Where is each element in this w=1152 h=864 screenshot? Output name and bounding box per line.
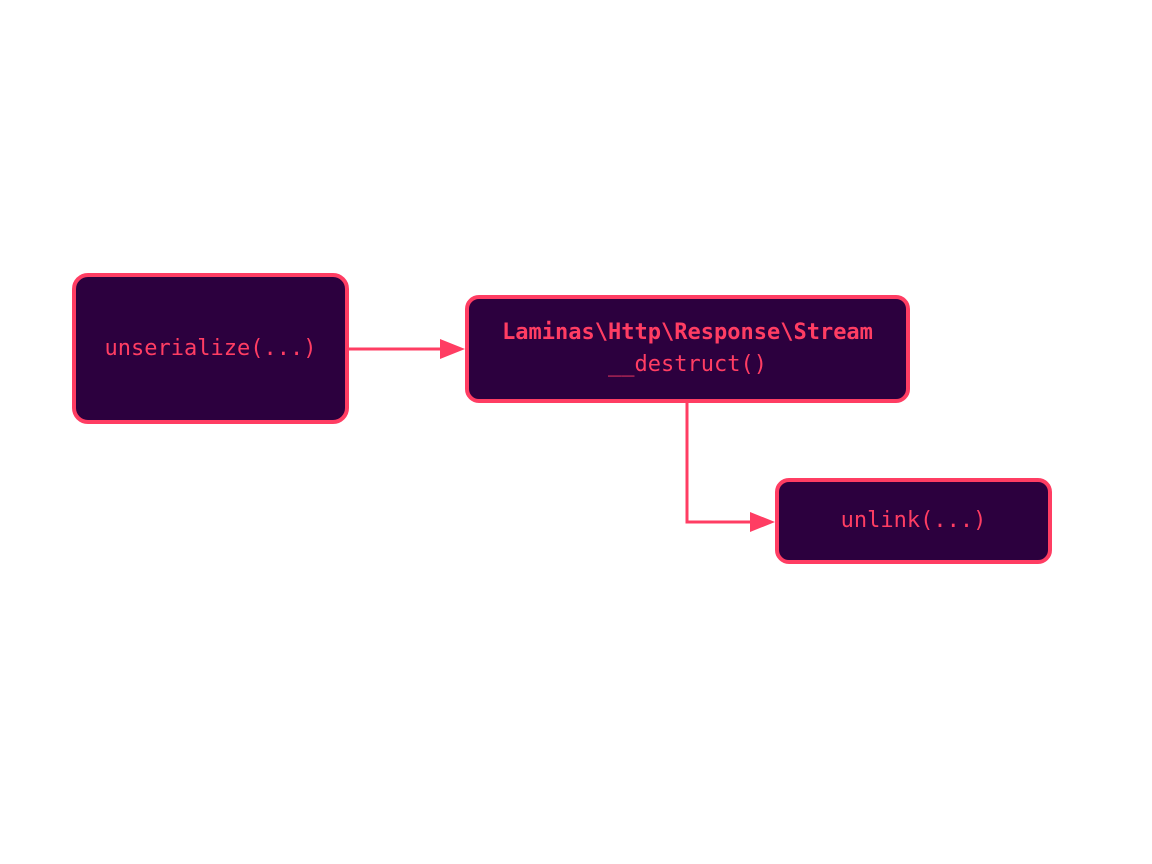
node-unlink: unlink(...) — [775, 478, 1052, 564]
arrowhead-stream-to-unlink — [750, 512, 775, 532]
node-unserialize: unserialize(...) — [72, 273, 349, 424]
node-stream-destruct: Laminas\Http\Response\Stream __destruct(… — [465, 295, 910, 403]
arrowhead-unserialize-to-stream — [440, 339, 465, 359]
node-unserialize-label: unserialize(...) — [104, 335, 317, 361]
node-unlink-label: unlink(...) — [840, 508, 987, 533]
node-stream-class-name: Laminas\Http\Response\Stream — [502, 320, 873, 345]
node-stream-method: __destruct() — [608, 352, 767, 377]
edge-stream-to-unlink — [685, 403, 750, 524]
